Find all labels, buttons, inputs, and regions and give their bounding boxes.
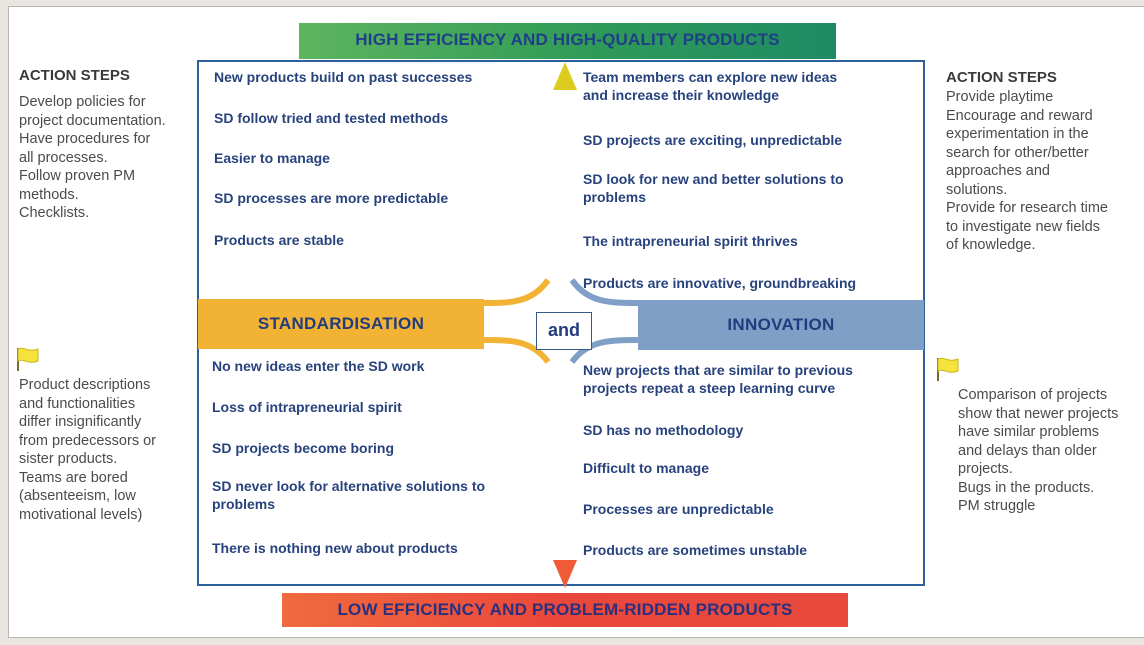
bottom-banner: LOW EFFICIENCY AND PROBLEM-RIDDEN PRODUC…	[282, 593, 848, 627]
connector-curves	[483, 278, 641, 364]
left-action-steps: ACTION STEPS Develop policies for projec…	[19, 66, 199, 223]
warning-line: projects.	[958, 461, 1013, 477]
left-warning-signs: Product descriptions and functionalities…	[19, 376, 199, 524]
right-warning-signs: Comparison of projects show that newer p…	[958, 386, 1144, 516]
list-item-line: SD projects are exciting, unpredictable	[583, 132, 843, 148]
list-item: New products build on past successes	[214, 69, 473, 85]
list-item-line: problems	[583, 188, 647, 205]
action-line: to investigate new fields	[946, 218, 1100, 235]
innovation-box: INNOVATION	[638, 300, 924, 350]
warning-line: Comparison of projects	[958, 387, 1108, 403]
flag-icon	[937, 357, 959, 381]
list-item-line: SD projects become boring	[212, 440, 395, 456]
list-item: No new ideas enter the SD work	[212, 358, 424, 376]
list-item: Loss of intrapreneurial spirit	[212, 399, 402, 417]
list-item: SD projects are exciting, unpredictable	[583, 132, 842, 150]
action-line: search for other/better	[946, 144, 1089, 161]
list-item-line: Difficult to manage	[583, 460, 710, 476]
warning-line: Teams are bored	[19, 469, 128, 486]
list-item: SD has no methodology	[583, 422, 743, 440]
list-item: There is nothing new about products	[212, 540, 458, 558]
list-item-line: SD never look for alternative solutions …	[212, 478, 486, 494]
arrow-up-head	[553, 62, 577, 90]
list-item: Difficult to manage	[583, 460, 709, 478]
list-item-line: Processes are unpredictable	[583, 501, 774, 517]
action-line: solutions.	[946, 181, 1008, 198]
warning-line: show that newer projects	[958, 405, 1119, 422]
flag-icon	[17, 347, 39, 371]
action-line: Checklists.	[19, 205, 90, 221]
action-line: experimentation in the	[946, 126, 1089, 142]
list-item: The intrapreneurial spirit thrives	[583, 233, 798, 251]
list-item-line: Products are innovative, groundbreaking	[583, 275, 857, 291]
list-item: SD processes are more predictable	[214, 190, 449, 206]
list-item: SD projects become boring	[212, 440, 394, 458]
action-line: Develop policies for	[19, 94, 146, 110]
right-action-title: ACTION STEPS	[946, 69, 1057, 86]
action-line: Provide playtime	[946, 89, 1054, 105]
action-line: of knowledge.	[946, 237, 1036, 253]
right-action-list: Provide playtime Encourage and reward ex…	[946, 88, 1142, 255]
action-line: Provide for research time	[946, 200, 1108, 216]
list-item: Products are innovative, groundbreaking	[583, 275, 856, 293]
warning-line: and delays than older	[958, 442, 1097, 459]
and-label: and	[536, 312, 592, 350]
action-line: approaches and	[946, 163, 1050, 179]
list-item: Products are stable	[214, 232, 344, 248]
list-item: SD never look for alternative solutions …	[212, 478, 485, 513]
list-item-line: projects repeat a steep learning curve	[583, 379, 836, 396]
warning-line: Product descriptions	[19, 377, 151, 393]
list-item: Products are sometimes unstable	[583, 542, 807, 560]
warning-line: differ insignificantly	[19, 414, 142, 430]
warning-line: from predecessors or	[19, 432, 156, 449]
warning-line: sister products.	[19, 451, 118, 467]
list-item-line: SD has no methodology	[583, 422, 744, 438]
list-item-line: Team members can explore new ideas	[583, 69, 838, 85]
left-action-title: ACTION STEPS	[19, 67, 130, 84]
list-item: New projects that are similar to previou…	[583, 362, 853, 397]
action-line: Have procedures for	[19, 131, 151, 147]
warning-line: Bugs in the products.	[958, 479, 1095, 496]
warning-line: (absenteeism, low	[19, 488, 136, 504]
list-item: Processes are unpredictable	[583, 501, 774, 519]
action-line: Follow proven PM	[19, 168, 136, 184]
action-line: Encourage and reward	[946, 107, 1093, 124]
list-item-line: SD look for new and better solutions to	[583, 171, 844, 187]
list-item-line: The intrapreneurial spirit thrives	[583, 233, 798, 249]
arrow-down-head	[553, 560, 577, 588]
standardisation-box: STANDARDISATION	[198, 299, 484, 349]
list-item: Team members can explore new ideas and i…	[583, 69, 837, 104]
action-line: all processes.	[19, 149, 108, 166]
list-item-line: Products are sometimes unstable	[583, 542, 808, 558]
list-item-line: No new ideas enter the SD work	[212, 358, 425, 374]
list-item: Easier to manage	[214, 150, 330, 166]
list-item-line: and increase their knowledge	[583, 86, 780, 103]
list-item: SD follow tried and tested methods	[214, 110, 449, 126]
list-item: SD look for new and better solutions to …	[583, 171, 844, 206]
warning-line: motivational levels)	[19, 506, 143, 523]
list-item-line: New projects that are similar to previou…	[583, 362, 853, 378]
list-item-line: problems	[212, 495, 276, 512]
list-item-line: Loss of intrapreneurial spirit	[212, 399, 402, 415]
warning-line: PM struggle	[958, 498, 1036, 514]
action-line: methods.	[19, 186, 79, 203]
left-action-list: Develop policies for project documentati…	[19, 93, 199, 223]
warning-line: and functionalities	[19, 395, 136, 412]
action-line: project documentation.	[19, 112, 166, 129]
list-item-line: There is nothing new about products	[212, 540, 458, 556]
right-action-steps: ACTION STEPS Provide playtime Encourage …	[946, 68, 1142, 255]
top-banner: HIGH EFFICIENCY AND HIGH-QUALITY PRODUCT…	[299, 23, 836, 59]
warning-line: have similar problems	[958, 424, 1100, 440]
